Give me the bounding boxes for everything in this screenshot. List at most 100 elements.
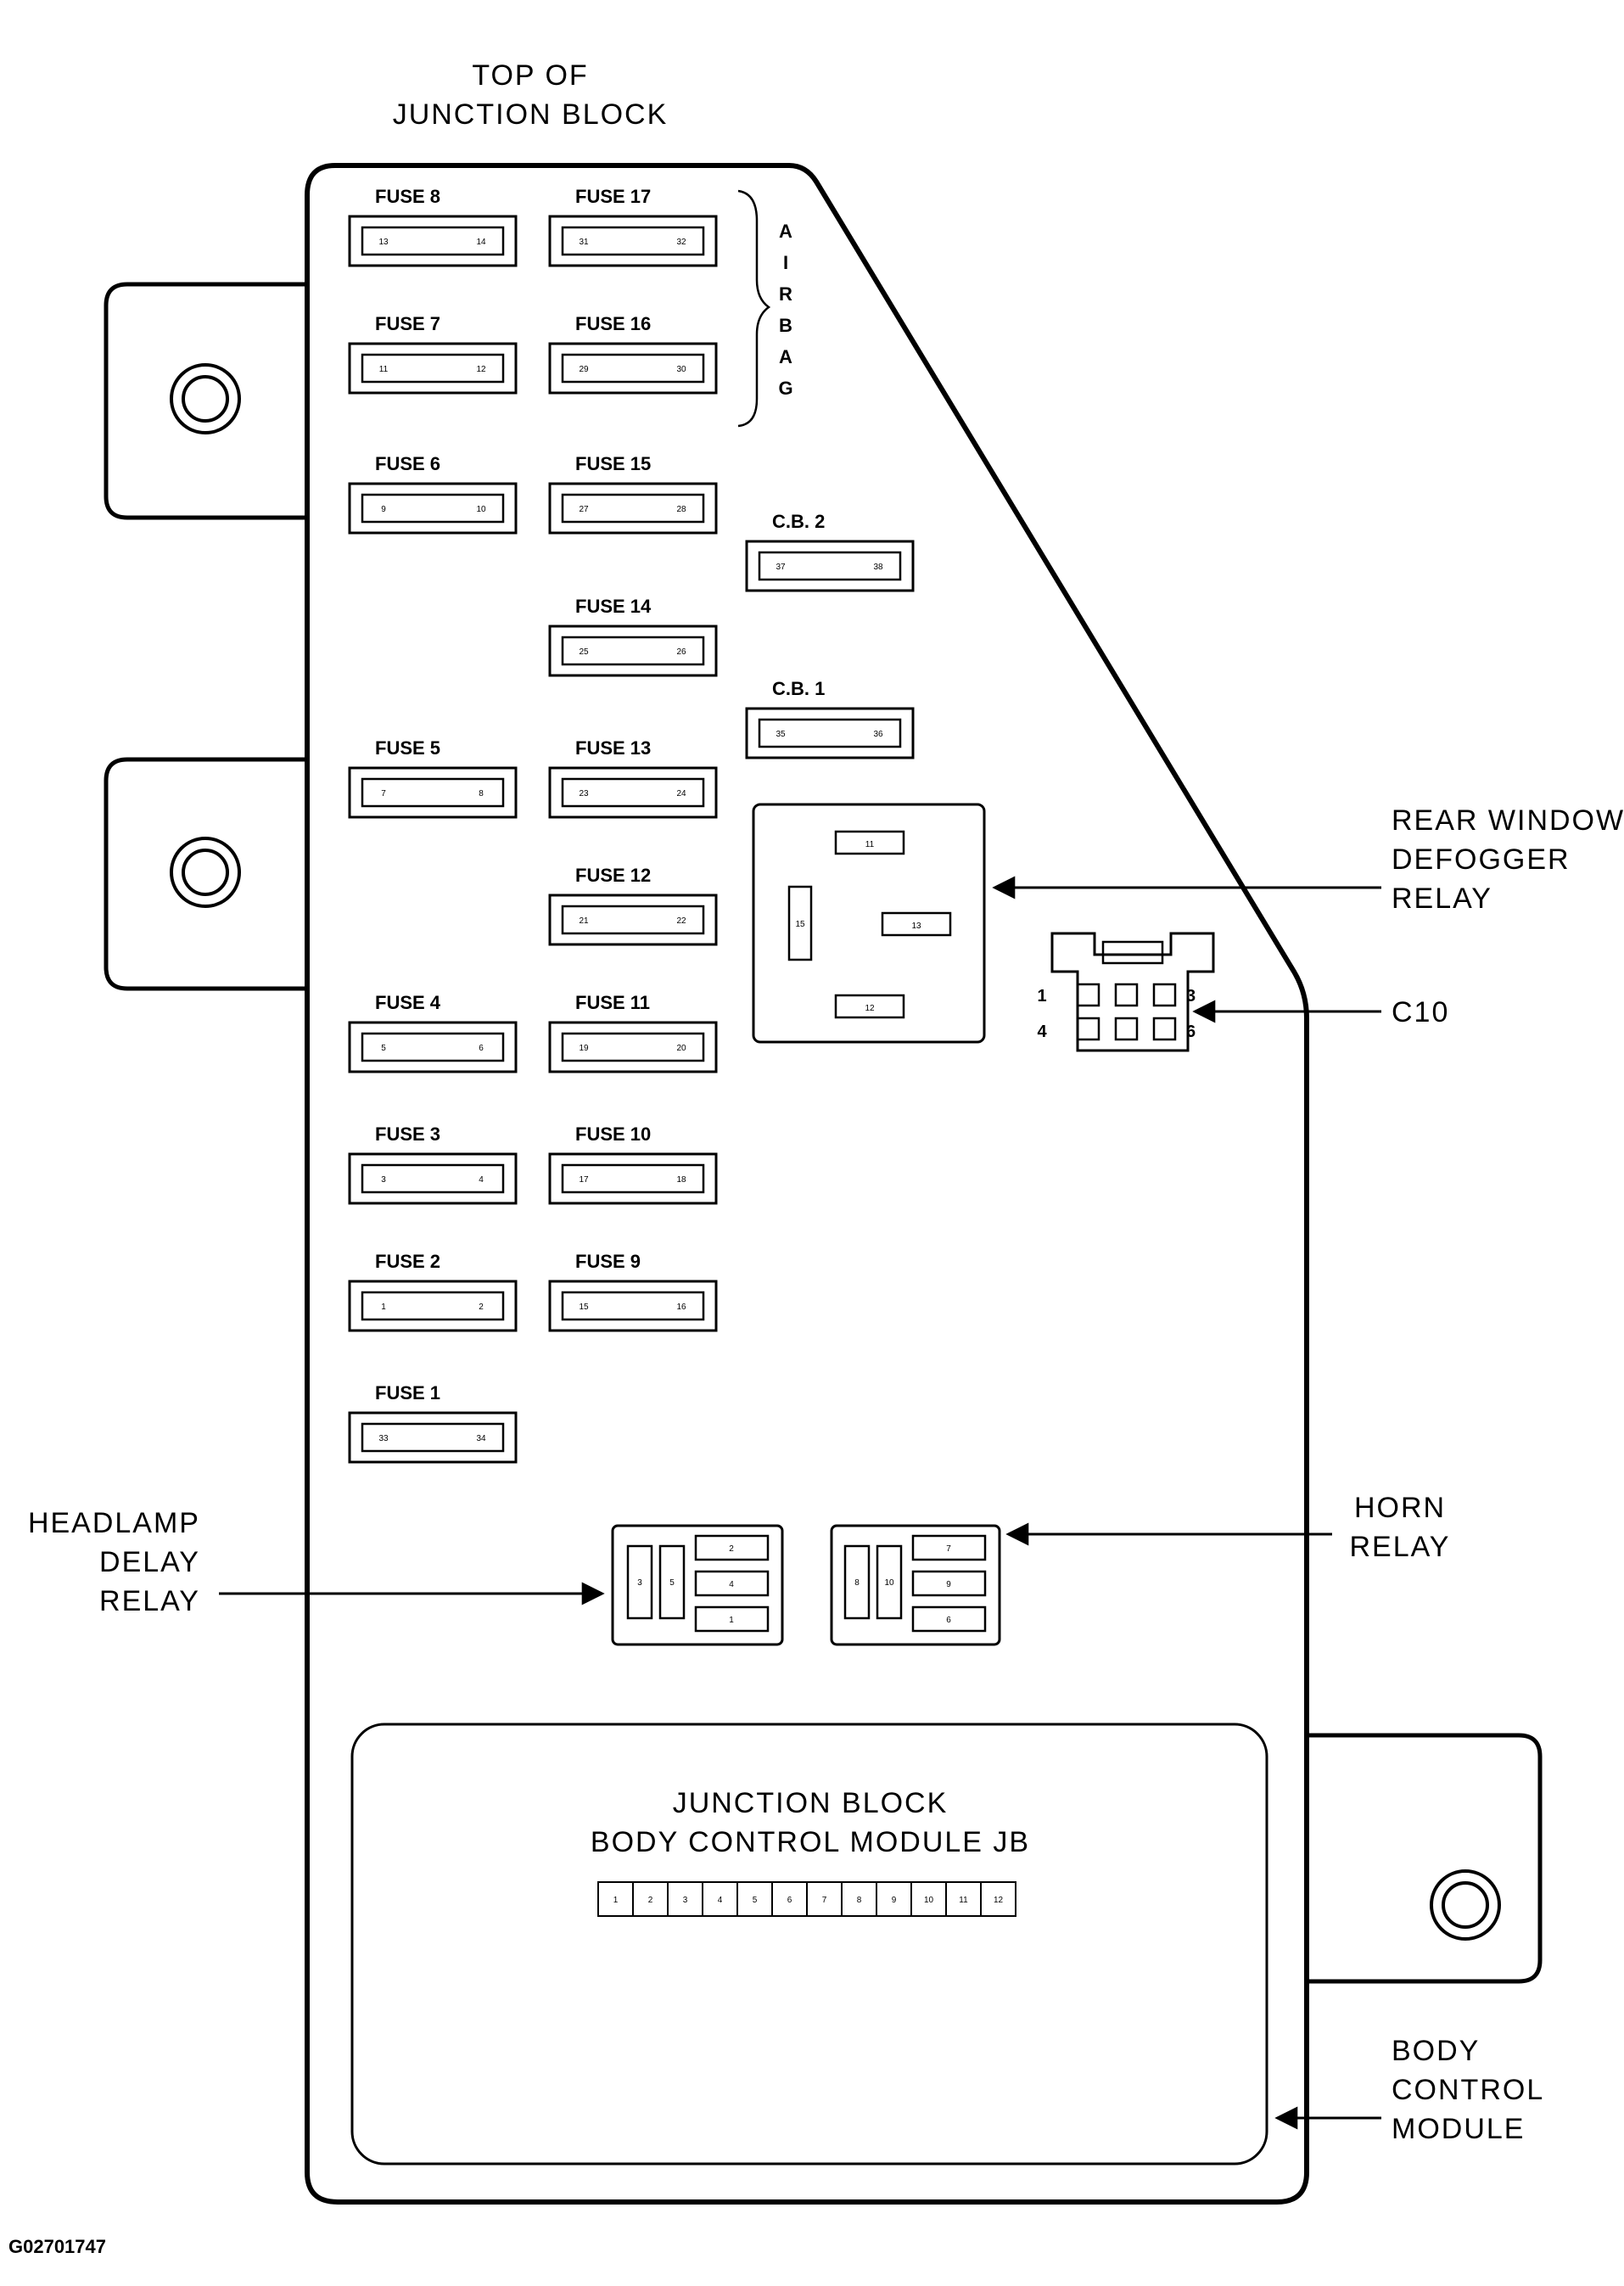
headlamp-pin-3: 3: [637, 1578, 642, 1588]
fuse-pin: 34: [476, 1434, 486, 1443]
bcm-pin-number: 2: [648, 1896, 653, 1905]
defogger-pin-12: 12: [865, 1004, 875, 1013]
horn-relay[interactable]: 8 10 7 9 6: [830, 1524, 1001, 1646]
bcm-pin-number: 7: [822, 1896, 827, 1905]
bcm-pin-number: 8: [857, 1896, 862, 1905]
bcm-pin-number: 6: [787, 1896, 792, 1905]
title-line-1: TOP OF: [472, 59, 588, 92]
fuse-pin: 5: [381, 1044, 386, 1053]
fuse-label: FUSE 14: [575, 596, 652, 617]
mounting-tab-upper-left: [104, 282, 307, 520]
fuse-pin: 19: [579, 1044, 589, 1053]
horn-pin-10: 10: [884, 1578, 894, 1588]
connector-c10[interactable]: [1050, 932, 1215, 1052]
fuse-pin: 10: [476, 505, 486, 514]
mounting-tab-middle-left: [104, 757, 307, 991]
horn-pin-9: 9: [946, 1580, 951, 1589]
bcm-pin-number: 4: [718, 1896, 723, 1905]
fuse-pin: 7: [381, 789, 386, 798]
horn-pin-8: 8: [854, 1578, 860, 1588]
fuse-label: FUSE 6: [375, 453, 440, 474]
defogger-pin-15: 15: [795, 920, 805, 929]
fuse-3[interactable]: FUSE 3 3 4: [348, 1123, 518, 1205]
fuse-pin: 17: [579, 1175, 589, 1185]
airbag-letter: R: [779, 283, 792, 305]
fuse-pin: 23: [579, 789, 589, 798]
fuse-pin: 16: [676, 1303, 686, 1312]
mounting-tab-lower-right: [1307, 1733, 1543, 1984]
headlamp-pin-2: 2: [729, 1544, 734, 1554]
fuse-pin: 30: [676, 365, 686, 374]
fuse-label: FUSE 17: [575, 186, 651, 207]
figure-id: G02701747: [8, 2236, 106, 2257]
airbag-letter: A: [779, 346, 792, 367]
fuse-pin: 22: [676, 916, 686, 926]
fuse-pin: 27: [579, 505, 589, 514]
fuse-label: FUSE 2: [375, 1251, 440, 1272]
fuse-pin: 9: [381, 505, 386, 514]
fuse-label: FUSE 3: [375, 1123, 440, 1145]
bcm-pin-number: 12: [994, 1896, 1004, 1905]
fuse-label: FUSE 15: [575, 453, 651, 474]
fuse-pin: 25: [579, 647, 589, 657]
breaker-pin: 38: [873, 563, 883, 572]
defogger-label-3: RELAY: [1392, 882, 1492, 915]
bcm-junction-label-2: BODY CONTROL MODULE JB: [591, 1826, 1030, 1858]
fuse-pin: 20: [676, 1044, 686, 1053]
headlamp-label-3: RELAY: [99, 1585, 200, 1617]
junction-block-body: [305, 163, 1309, 2205]
defogger-pin-13: 13: [911, 922, 921, 931]
fuse-label: FUSE 8: [375, 186, 440, 207]
fuse-label: FUSE 16: [575, 313, 651, 334]
c10-pin-1: 1: [1037, 987, 1046, 1006]
airbag-letter: B: [779, 315, 792, 336]
fuse-pin: 3: [381, 1175, 386, 1185]
bcm-pin-cell: [980, 1881, 1016, 1917]
fuse-9[interactable]: FUSE 9 15 16: [548, 1251, 718, 1332]
bcm-label-1: BODY: [1392, 2035, 1480, 2067]
bcm-pin-number: 1: [613, 1896, 619, 1905]
fuse-pin: 14: [476, 238, 486, 247]
airbag-letter: I: [783, 252, 788, 273]
fuse-pin: 4: [479, 1175, 484, 1185]
fuse-6[interactable]: FUSE 6 9 10: [348, 453, 518, 535]
horn-label-1: HORN: [1354, 1492, 1446, 1524]
fuse-pin: 15: [579, 1303, 589, 1312]
c10-pin-6: 6: [1186, 1023, 1196, 1041]
fuse-pin: 6: [479, 1044, 484, 1053]
breaker-pin: 35: [776, 730, 786, 739]
fuse-label: FUSE 9: [575, 1251, 641, 1272]
rear-window-defogger-relay[interactable]: 11 15 13 12: [752, 803, 986, 1044]
airbag-letter: A: [779, 221, 792, 242]
body-control-module[interactable]: [350, 1723, 1268, 2166]
fuse-pin: 11: [379, 365, 389, 374]
fuse-pin: 2: [479, 1303, 484, 1312]
headlamp-pin-5: 5: [669, 1578, 675, 1588]
fuse-label: FUSE 1: [375, 1382, 440, 1404]
bcm-pin-number: 11: [959, 1896, 968, 1905]
fuse-pin: 18: [676, 1175, 686, 1185]
headlamp-delay-relay[interactable]: 3 5 2 4 1: [611, 1524, 784, 1646]
bcm-label-3: MODULE: [1392, 2113, 1525, 2145]
title-line-2: JUNCTION BLOCK: [393, 98, 669, 131]
